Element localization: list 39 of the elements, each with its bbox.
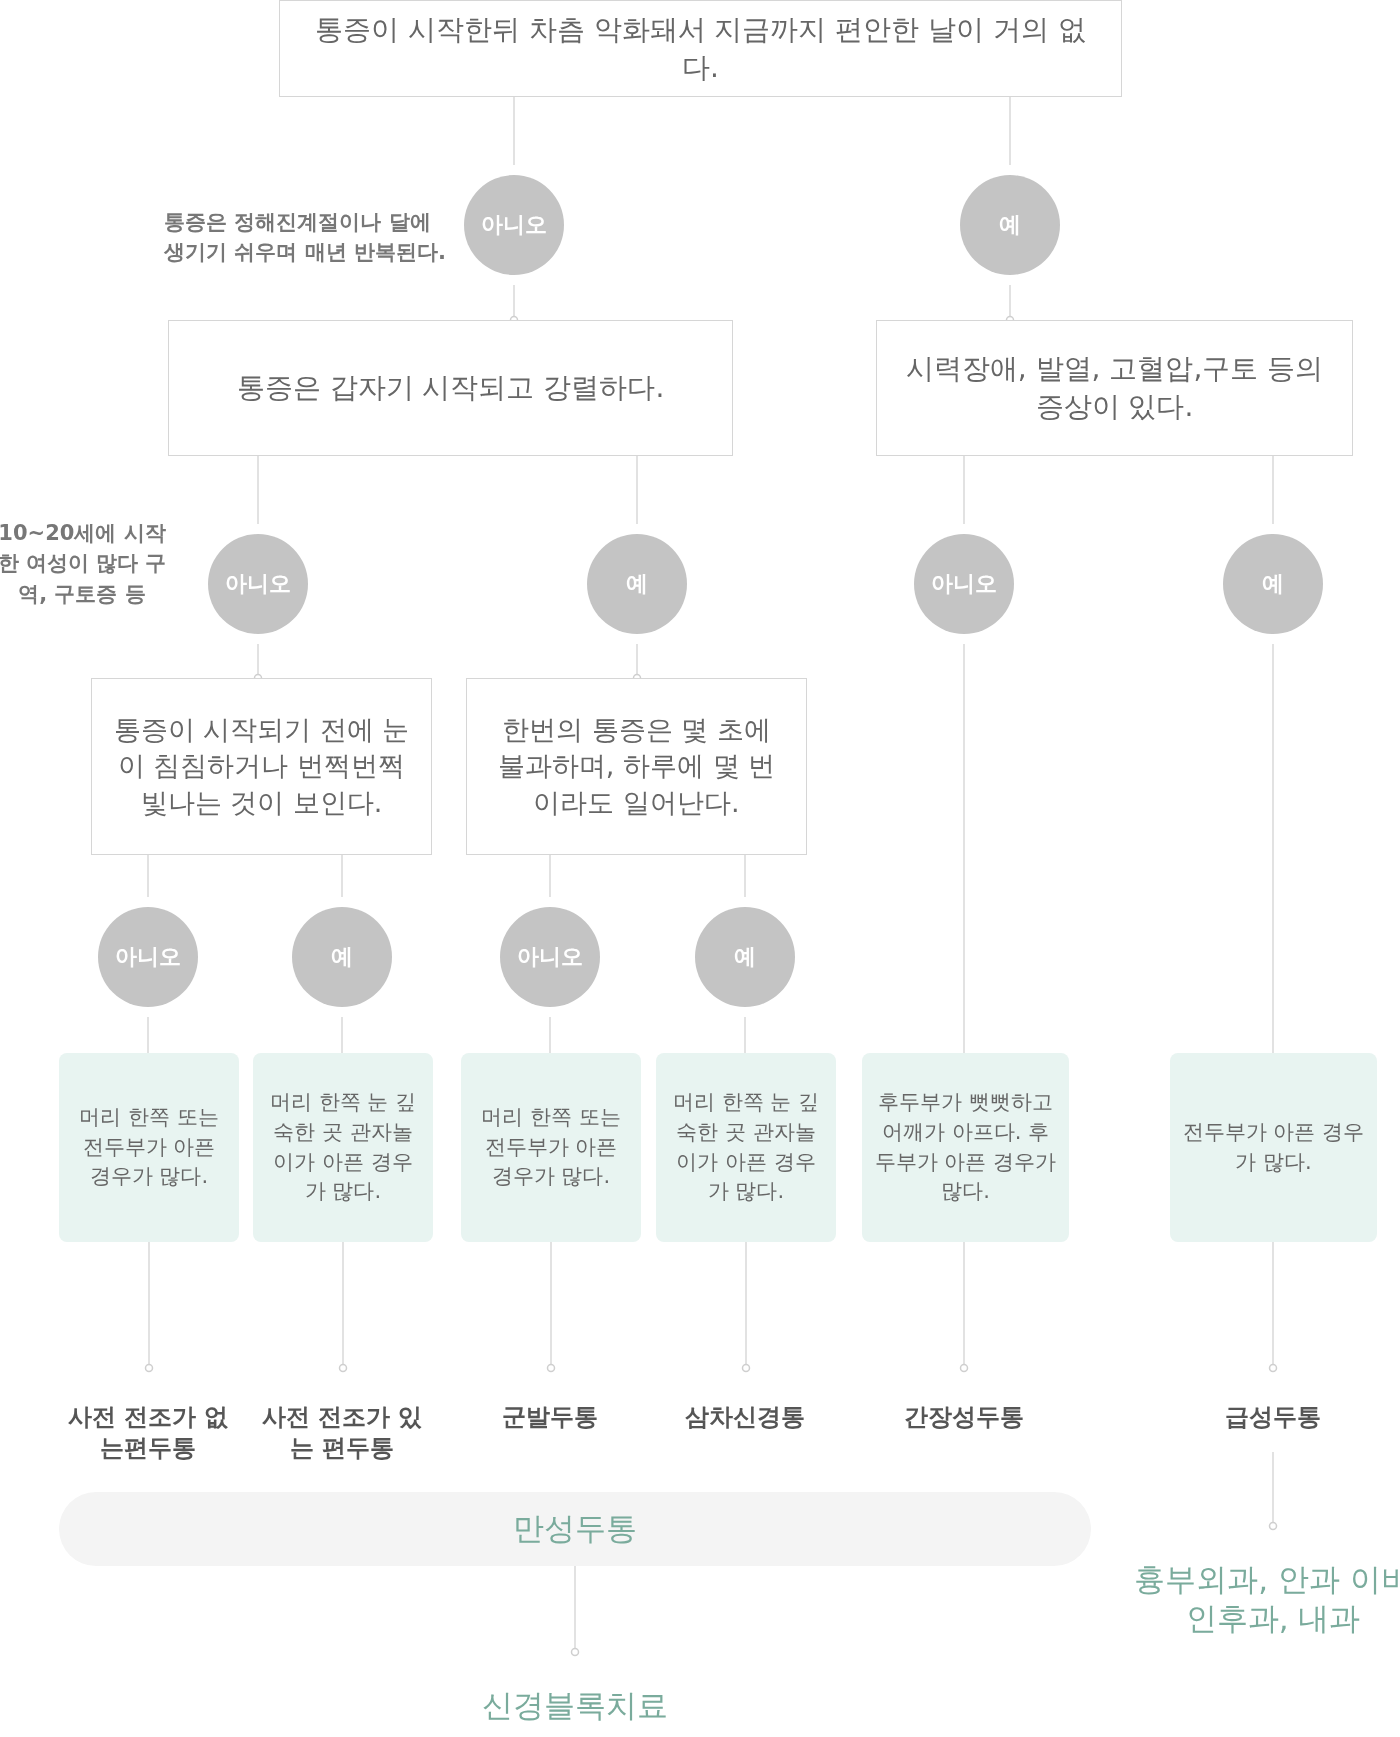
treatment-text: 흉부외과, 안과 이비인후과, 내과 [1133,1560,1400,1638]
category-text: 만성두통 [513,1509,637,1548]
symptom-text: 머리 한쪽 또는 전두부가 아픈 경우가 많다. [480,1103,622,1191]
question-text: 한번의 통증은 몇 초에 불과하며, 하루에 몇 번이라도 일어난다. [496,712,777,820]
diagnosis-text: 사전 전조가 있는 편두통 [260,1402,424,1465]
answer-text: 예 [1262,570,1284,598]
question-text: 통증이 시작되기 전에 눈이 침침하거나 번쩍번쩍 빛나는 것이 보인다. [112,712,411,820]
answer-text: 예 [999,211,1021,239]
diagnosis-text: 삼차신경통 [685,1402,805,1433]
symptom-text: 후두부가 뻣뻣하고 어깨가 아프다. 후두부가 아픈 경우가 많다. [873,1088,1058,1206]
answer-text: 예 [734,943,756,971]
answer-text: 아니오 [225,570,291,598]
question-text: 시력장애, 발열, 고혈압,구토 등의 증상이 있다. [904,351,1325,425]
question-text: 통증은 갑자기 시작되고 강렬하다. [236,370,665,407]
diagnosis-text: 간장성두통 [904,1402,1024,1433]
diagnosis-text: 군발두통 [502,1402,598,1433]
symptom-text: 머리 한쪽 또는 전두부가 아픈 경우가 많다. [78,1103,220,1191]
symptom-text: 전두부가 아픈 경우가 많다. [1181,1118,1366,1176]
question-text: 통증이 시작한뒤 차츰 악화돼서 지금까지 편안한 날이 거의 없다. [313,11,1088,86]
symptom-text: 머리 한쪽 눈 깊숙한 곳 관자놀이가 아픈 경우가 많다. [672,1088,820,1206]
connector-line [959,1241,969,1373]
answer-text: 아니오 [115,943,181,971]
answer-text: 아니오 [931,570,997,598]
symptom-text: 머리 한쪽 눈 깊숙한 곳 관자놀이가 아픈 경우가 많다. [269,1088,417,1206]
connector-line [1268,1241,1278,1373]
treatment-text: 신경블록치료 [482,1686,668,1725]
answer-text: 예 [331,943,353,971]
answer-text: 아니오 [517,943,583,971]
connector-line [1268,1451,1278,1531]
connector-line [338,1241,348,1373]
connector-line [741,1241,751,1373]
diagnosis-text: 사전 전조가 없는편두통 [66,1402,230,1465]
connector-line [570,1565,580,1657]
answer-text: 예 [626,570,648,598]
connector-line [546,1241,556,1373]
diagnosis-text: 급성두통 [1225,1402,1321,1433]
answer-text: 아니오 [481,211,547,239]
connector-line [144,1241,154,1373]
note-text: 통증은 정해진계절이나 달에 생기기 쉬우며 매년 반복된다. [164,209,447,267]
